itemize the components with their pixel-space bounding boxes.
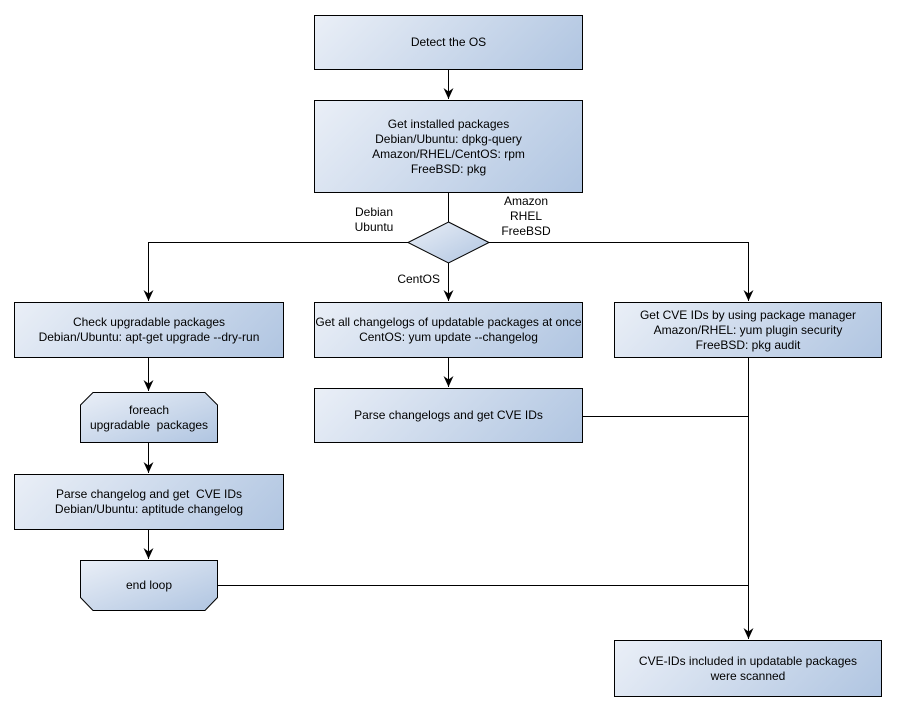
- edge-label-centos: CentOS: [397, 272, 440, 286]
- node-detect-os: Detect the OS: [314, 15, 583, 70]
- node-get-cve-ids-pkg-manager: Get CVE IDs by using package manager Ama…: [614, 302, 882, 358]
- node-parse-changelogs-centos: Parse changelogs and get CVE IDs: [314, 388, 583, 443]
- foreach-loop-shape: [80, 392, 218, 443]
- node-get-installed-packages-label: Get installed packages Debian/Ubuntu: dp…: [372, 116, 525, 176]
- node-detect-os-label: Detect the OS: [410, 35, 487, 49]
- node-parse-changelog-debian: Parse changelog and get CVE IDs Debian/U…: [14, 474, 284, 530]
- node-get-installed-packages: Get installed packages Debian/Ubuntu: dp…: [314, 100, 583, 193]
- node-check-upgradable-packages-label: Check upgradable packages Debian/Ubuntu:…: [38, 315, 260, 344]
- node-get-all-changelogs-label: Get all changelogs of updatable packages…: [315, 315, 582, 344]
- edge-label-amazon-rhel-freebsd: Amazon RHEL FreeBSD: [501, 194, 551, 238]
- end-loop-shape: [80, 560, 218, 611]
- node-parse-changelogs-centos-label: Parse changelogs and get CVE IDs: [354, 408, 543, 422]
- edge-branch-amazon-rhel-freebsd: [489, 242, 754, 301]
- node-cve-ids-scanned: CVE-IDs included in updatable packages w…: [614, 640, 882, 697]
- node-parse-changelog-debian-label: Parse changelog and get CVE IDs Debian/U…: [54, 487, 244, 516]
- node-get-cve-ids-pkg-manager-label: Get CVE IDs by using package manager Ama…: [639, 307, 857, 352]
- node-check-upgradable-packages: Check upgradable packages Debian/Ubuntu:…: [14, 302, 284, 358]
- edge-branch-debian-ubuntu: [143, 242, 408, 301]
- decision-diamond: [406, 221, 491, 264]
- node-cve-ids-scanned-label: CVE-IDs included in updatable packages w…: [638, 653, 858, 683]
- edge-label-debian-ubuntu: Debian Ubuntu: [354, 205, 394, 234]
- node-get-all-changelogs: Get all changelogs of updatable packages…: [314, 302, 583, 358]
